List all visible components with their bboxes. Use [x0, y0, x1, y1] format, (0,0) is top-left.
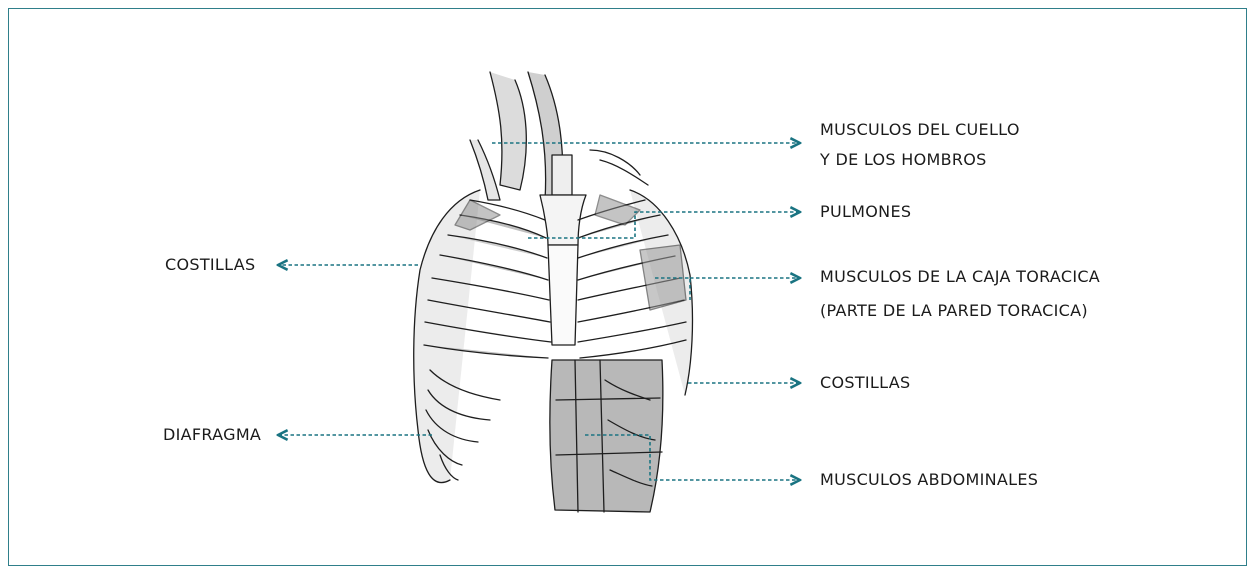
label-diaphragm: DIAFRAGMA	[163, 423, 261, 447]
label-lungs: PULMONES	[820, 200, 911, 224]
torso-illustration	[414, 72, 693, 512]
label-ribcage-muscles-line1: MUSCULOS DE LA CAJA TORACICA	[820, 265, 1100, 289]
label-neck-muscles-line1: MUSCULOS DEL CUELLO	[820, 118, 1020, 142]
label-neck-muscles-line2: Y DE LOS HOMBROS	[820, 148, 987, 172]
label-abdominal-muscles: MUSCULOS ABDOMINALES	[820, 468, 1038, 492]
label-ribs-left: COSTILLAS	[165, 253, 255, 277]
label-ribs-right: COSTILLAS	[820, 371, 910, 395]
leader-lines	[278, 143, 800, 480]
label-ribcage-muscles-line2: (PARTE DE LA PARED TORACICA)	[820, 299, 1088, 323]
